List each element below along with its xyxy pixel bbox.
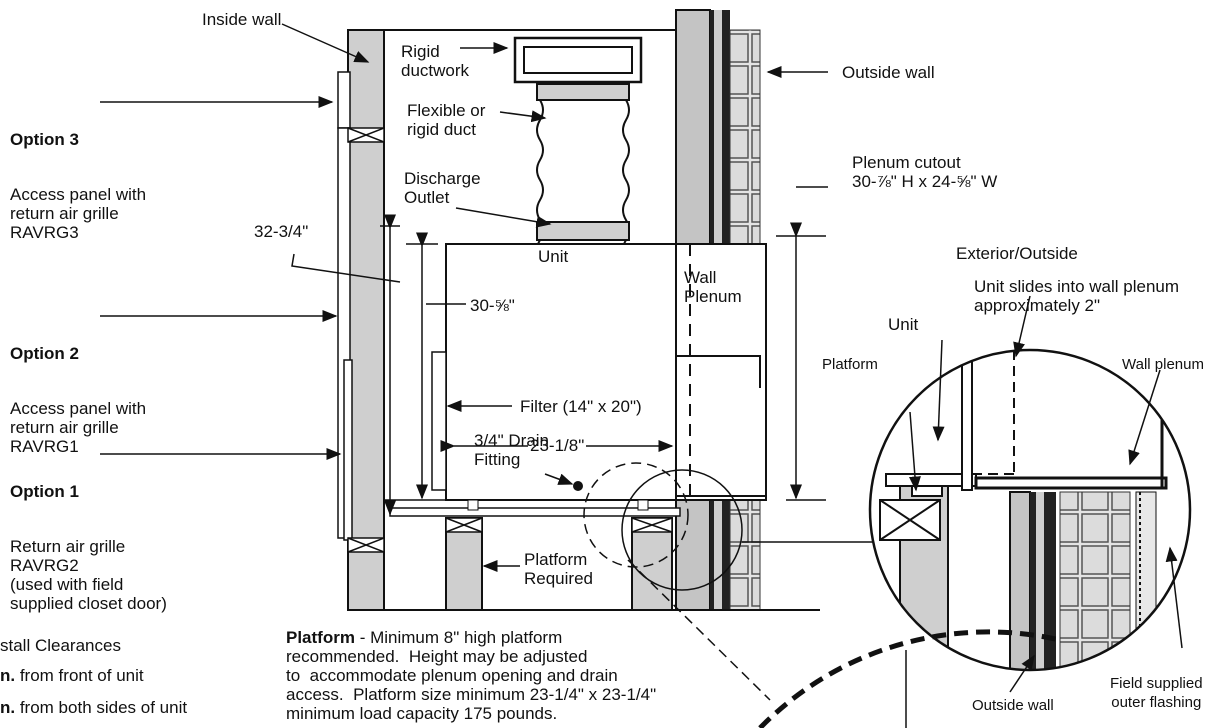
option-3: Option 3 Access panel with return air gr… bbox=[10, 92, 146, 261]
option-1: Option 1 Return air grille RAVRG2 (used … bbox=[10, 444, 167, 632]
drain-fitting-dot bbox=[573, 481, 583, 491]
clearance-item-2-text: from both sides of unit bbox=[15, 698, 188, 717]
rigid-ductwork bbox=[513, 36, 643, 101]
label-detail-wall-plenum: Wall plenum bbox=[1122, 356, 1204, 373]
label-dim-30-5-8: 30-⅝" bbox=[470, 296, 515, 315]
clearance-item-1: n. from front of unit bbox=[0, 666, 144, 685]
platform-note: Platform - Minimum 8" high platform reco… bbox=[286, 628, 656, 723]
label-detail-unit: Unit bbox=[888, 315, 919, 334]
leader-arrows bbox=[100, 23, 1183, 693]
option-2-desc: Access panel with return air grille RAVR… bbox=[10, 399, 147, 456]
clearance-item-1-text: from front of unit bbox=[15, 666, 144, 685]
unit-box bbox=[445, 243, 677, 501]
label-platform-required: Platform Required bbox=[524, 550, 593, 588]
label-detail-platform: Platform bbox=[822, 356, 878, 373]
platform-note-bold: Platform bbox=[286, 628, 355, 647]
label-rigid-ductwork: Rigid ductwork bbox=[401, 42, 470, 80]
label-outside-wall-top: Outside wall bbox=[842, 63, 935, 82]
label-filter: Filter (14" x 20") bbox=[520, 397, 642, 416]
option-2-title: Option 2 bbox=[10, 344, 79, 363]
option-1-desc: Return air grille RAVRG2 (used with fiel… bbox=[10, 537, 167, 613]
option-3-desc: Access panel with return air grille RAVR… bbox=[10, 185, 147, 242]
clearance-item-2: n. from both sides of unit bbox=[0, 698, 187, 717]
clearance-item-2-bold: n. bbox=[0, 698, 16, 717]
clearances-title: stall Clearances bbox=[0, 636, 121, 655]
label-exterior-outside: Exterior/Outside bbox=[956, 244, 1078, 263]
label-plenum-cutout: Plenum cutout 30-⅞" H x 24-⅝" W bbox=[852, 153, 998, 191]
label-wall-plenum: Wall Plenum bbox=[684, 268, 742, 306]
label-unit: Unit bbox=[538, 247, 569, 266]
inside-wall bbox=[337, 29, 385, 611]
wall-block-top bbox=[347, 127, 385, 143]
label-detail-flashing: Field supplied outer flashing bbox=[1110, 675, 1203, 711]
label-flexible-duct: Flexible or rigid duct bbox=[407, 101, 486, 139]
clearance-item-1-bold: n. bbox=[0, 666, 16, 685]
label-inside-wall: Inside wall bbox=[202, 10, 282, 29]
wall-block-bottom bbox=[347, 537, 385, 553]
label-discharge-outlet: Discharge Outlet bbox=[404, 169, 481, 207]
option-2: Option 2 Access panel with return air gr… bbox=[10, 306, 146, 475]
outside-wall bbox=[675, 9, 767, 611]
filter-panel bbox=[431, 351, 447, 491]
label-dim-23-1-8: 23-1/8" bbox=[528, 436, 587, 455]
label-detail-outside-wall: Outside wall bbox=[972, 697, 1054, 714]
discharge-outlet bbox=[536, 221, 630, 241]
detail-circle bbox=[868, 348, 1192, 672]
label-drain-fitting: 3/4" Drain Fitting bbox=[474, 431, 550, 469]
platform-note-text: - Minimum 8" high platform recommended. … bbox=[286, 628, 657, 723]
label-unit-slides: Unit slides into wall plenum approximate… bbox=[974, 277, 1180, 315]
option-1-title: Option 1 bbox=[10, 482, 79, 501]
option-3-title: Option 3 bbox=[10, 130, 79, 149]
label-dim-32-3-4: 32-3/4" bbox=[254, 222, 309, 241]
